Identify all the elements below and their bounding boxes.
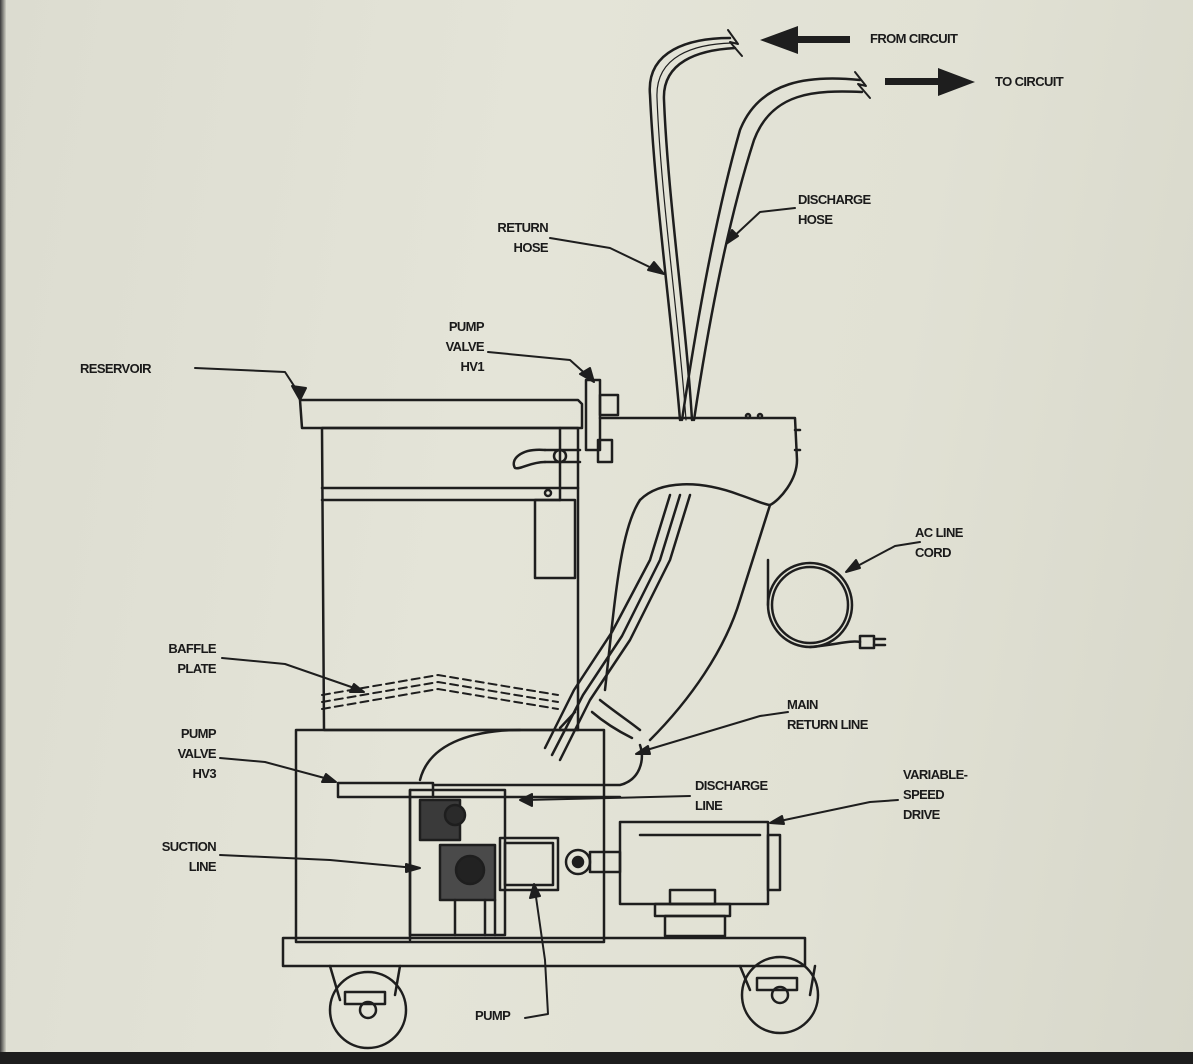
hose-break-marks [727,29,871,99]
label-from-circuit: FROM CIRCUIT [870,31,958,46]
pump-valve-hv1 [512,378,620,470]
label-baffle-plate: BAFFLE PLATE [168,641,216,676]
coupling [564,848,622,876]
discharge-hose [680,77,864,422]
variable-speed-drive [618,820,782,938]
label-main-return-line: MAIN RETURN LINE [787,697,868,732]
label-ac-line-cord: AC LINE CORD [915,525,963,560]
label-discharge-line: DISCHARGE LINE [695,778,768,813]
label-reservoir: RESERVOIR [80,361,152,376]
label-suction-line: SUCTION LINE [161,839,217,874]
monitor-bezel-left [0,0,6,1064]
label-return-hose: RETURN HOSE [497,220,548,255]
base-platform [281,936,807,968]
label-variable-speed-drive: VARIABLE- SPEED DRIVE [903,767,968,822]
pump-assembly [408,788,560,937]
left-caster [328,964,408,1050]
right-caster [738,955,820,1035]
return-hose [648,36,737,422]
main-return-line [543,493,692,762]
label-pump-valve-hv3: PUMP VALVE HV3 [177,726,217,781]
pump-housing-top [598,412,802,742]
ac-line-cord [766,558,887,650]
label-pump: PUMP [475,1008,511,1023]
label-discharge-hose: DISCHARGE HOSE [798,192,871,227]
leader-lines [194,207,921,1019]
from-circuit-arrow [760,26,850,54]
label-to-circuit: TO CIRCUIT [995,74,1064,89]
monitor-bezel-bottom [0,1052,1193,1064]
to-circuit-arrow [885,68,975,96]
label-pump-valve-hv1: PUMP VALVE HV1 [445,319,485,374]
